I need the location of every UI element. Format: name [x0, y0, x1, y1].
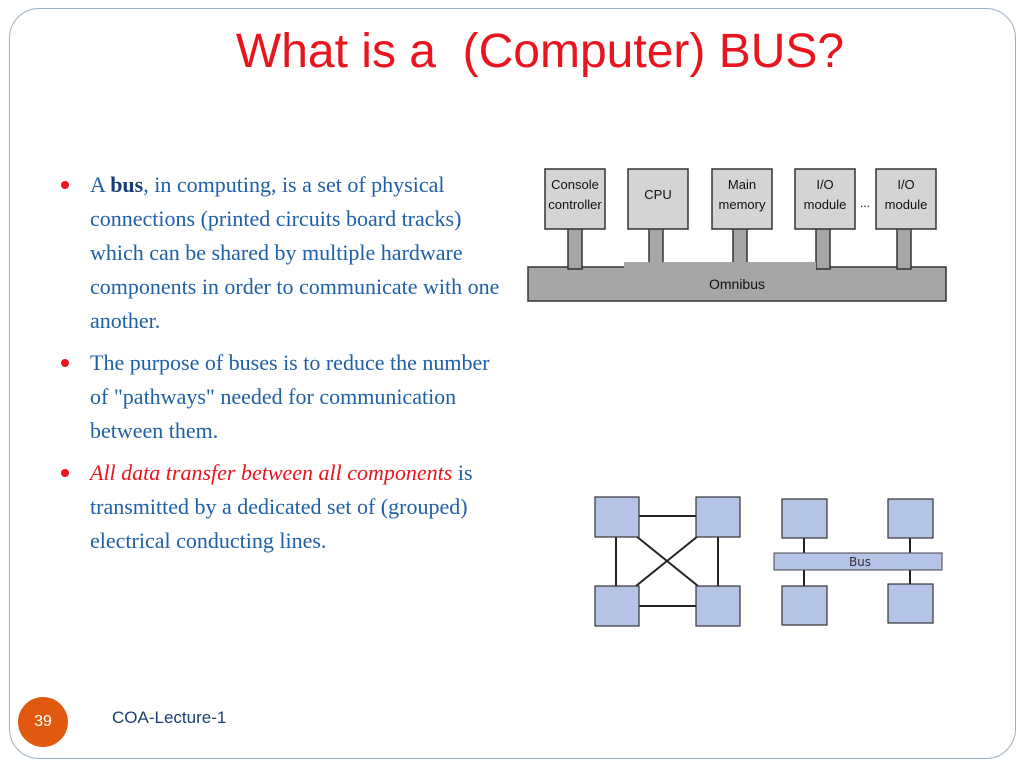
slide-title: What is a (Computer) BUS?	[235, 25, 845, 78]
module-box	[794, 168, 856, 230]
footer-text: COA-Lecture-1	[112, 708, 227, 727]
ellipsis: ...	[860, 196, 870, 210]
module-label-line2: module	[804, 197, 847, 212]
module-label-line1: Console	[551, 177, 599, 192]
bullet-highlight: All data transfer between all components	[90, 460, 453, 485]
module-box	[627, 168, 689, 230]
node-box	[887, 583, 934, 624]
bus-connector	[815, 226, 831, 270]
node-box	[887, 498, 934, 539]
node-box	[781, 585, 828, 626]
module-label: CPU	[644, 187, 671, 202]
module-label-line1: Main	[728, 177, 756, 192]
bullet-item: All data transfer between all components…	[58, 456, 508, 558]
bullet-dot-icon	[61, 181, 69, 189]
bus-label: Bus	[849, 555, 871, 569]
bus-connector	[567, 226, 583, 270]
bus-connector	[896, 226, 912, 270]
page-number-badge: 39	[18, 697, 68, 747]
node-box	[695, 585, 741, 627]
mesh-topology-diagram	[594, 496, 741, 627]
omnibus-label: Omnibus	[709, 276, 765, 292]
module-label-line2: module	[885, 197, 928, 212]
bullet-item: The purpose of buses is to reduce the nu…	[58, 346, 508, 448]
module-box	[875, 168, 937, 230]
node-box	[695, 496, 741, 538]
bullet-item: A bus, in computing, is a set of physica…	[58, 168, 508, 338]
bullet-keyword: bus	[110, 172, 144, 197]
bus-bar	[773, 552, 943, 571]
node-box	[781, 498, 828, 539]
bullet-dot-icon	[61, 359, 69, 367]
bullet-text: is transmitted by a dedicated set of (gr…	[90, 460, 473, 553]
module-box	[544, 168, 606, 230]
slide-frame	[9, 8, 1016, 759]
bullet-list: A bus, in computing, is a set of physica…	[58, 168, 508, 566]
node-box	[594, 585, 640, 627]
bullet-dot-icon	[61, 469, 69, 477]
module-label-line2: controller	[548, 197, 602, 212]
omnibus-seam	[624, 262, 816, 272]
bus-topology-diagram: Bus	[773, 498, 943, 626]
bullet-text: The purpose of buses is to reduce the nu…	[90, 350, 490, 443]
module-label-line1: I/O	[897, 177, 914, 192]
module-label-line2: memory	[719, 197, 766, 212]
omnibus-bar	[527, 266, 947, 302]
module-box	[711, 168, 773, 230]
module-label-line1: I/O	[816, 177, 833, 192]
bullet-text: , in computing, is a set of physical con…	[90, 172, 500, 333]
omnibus-diagram: Console controller CPU Main memory I/O m…	[527, 168, 947, 302]
bullet-prefix: A	[90, 172, 111, 197]
node-box	[594, 496, 640, 538]
mesh-link	[635, 535, 699, 587]
